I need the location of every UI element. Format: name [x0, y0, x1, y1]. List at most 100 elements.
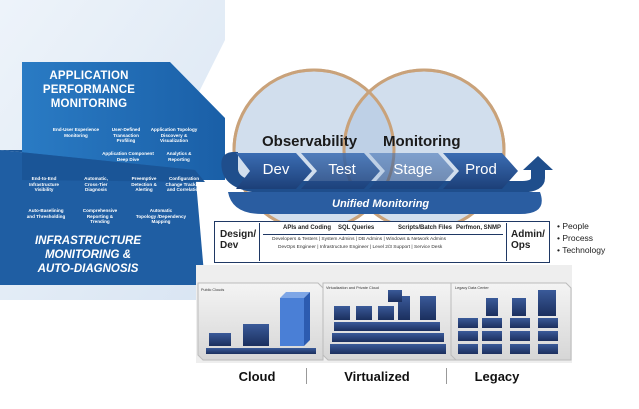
column-perfmon: Perfmon, SNMP	[456, 225, 502, 231]
feature-line: Discovery &	[160, 132, 188, 138]
apm-feature: Application Component Deep Dive	[98, 151, 158, 162]
feature-line: Automatic,	[84, 176, 108, 181]
feature-line: Preemptive	[131, 176, 157, 181]
infra-feature: Auto-Baselining and Thresholding	[20, 208, 72, 219]
feature-line: Comprehensive	[82, 208, 118, 213]
infra-feature: Comprehensive Reporting & Trending	[76, 208, 124, 225]
feature-line: Monitoring	[64, 132, 88, 138]
monitoring-label: Monitoring	[383, 133, 461, 150]
infra-feature: Automatic Topology /Dependency Mapping	[126, 208, 196, 225]
feature-line: Reporting &	[86, 213, 114, 219]
column-apis: APIs and Coding	[283, 225, 331, 231]
bullet-technology: • Technology	[557, 245, 606, 255]
stage-chevron-test	[301, 153, 380, 189]
feature-line: Trending	[90, 219, 110, 225]
teams-bar	[214, 221, 550, 263]
design-dev-label: Design/ Dev	[220, 229, 256, 251]
feature-line: Configuration	[168, 176, 200, 181]
legacy-panel	[450, 282, 572, 361]
feature-line: Alerting	[135, 187, 153, 193]
unified-monitoring-label: Unified Monitoring	[332, 198, 430, 210]
infra-title-line: MONITORING &	[44, 249, 132, 261]
stage-dev: Dev	[262, 161, 290, 178]
stage-chevron-stage	[369, 153, 454, 189]
stage-chevrons	[236, 153, 518, 189]
apm-title-line: PERFORMANCE	[42, 84, 136, 96]
env-label-legacy: Legacy	[474, 369, 520, 384]
feature-line: End-to-End	[31, 176, 57, 181]
feature-line: Detection &	[131, 181, 157, 187]
bullet-technology-text: Technology	[562, 245, 606, 255]
admin-ops-cell	[506, 223, 550, 261]
design-dev-line: Dev	[220, 240, 239, 251]
feature-line: Mapping	[151, 219, 171, 225]
feature-line: Auto-Baselining	[28, 208, 64, 213]
infra-title: INFRASTRUCTURE MONITORING & AUTO-DIAGNOS…	[8, 234, 168, 276]
apm-title-line: MONITORING	[50, 98, 128, 110]
cloud-panel	[197, 282, 324, 361]
infra-feature: Automatic, Cross-Tier Diagnosis	[74, 176, 118, 193]
infra-title-line: AUTO-DIAGNOSIS	[37, 263, 139, 275]
apm-arrow-shape	[22, 62, 225, 180]
legacy-panel-title: Legacy Data Center	[455, 286, 489, 290]
feature-line: Deep Dive	[116, 156, 140, 162]
roles-row-2: DevOps Engineer | Infrastructure Enginee…	[278, 245, 443, 250]
feature-line: Topology /Dependency	[135, 213, 187, 219]
admin-ops-line: Admin/	[511, 229, 545, 240]
apm-feature: User-Defined Transaction Profiling	[104, 127, 148, 144]
bullet-process-text: Process	[562, 233, 594, 243]
feature-line: User-Defined	[111, 127, 141, 132]
apm-feature: Application Topology Discovery & Visuali…	[148, 127, 200, 144]
apm-feature: Analytics & Reporting	[158, 151, 200, 162]
apm-title: APPLICATION PERFORMANCE MONITORING	[14, 69, 164, 111]
roles-row-1: Developers & Testers | System Admins | D…	[272, 237, 446, 242]
bullet-people-text: People	[562, 221, 589, 231]
column-sql: SQL Queries	[338, 225, 375, 231]
feature-line: Change Tracking	[165, 181, 203, 187]
design-dev-line: Design/	[220, 229, 257, 240]
stage-stage: Stage	[393, 161, 433, 178]
infra-feature: Configuration Change Tracking and Correl…	[162, 176, 206, 193]
infra-block-shape	[0, 150, 205, 285]
env-label-virtualized: Virtualized	[344, 369, 410, 384]
apm-feature: End-User Experience Monitoring	[48, 127, 104, 138]
feature-line: Infrastructure	[29, 181, 59, 187]
observability-label: Observability	[262, 133, 358, 150]
admin-ops-line: Ops	[511, 240, 531, 251]
bullet-process: • Process	[557, 233, 594, 243]
stage-test: Test	[328, 161, 356, 178]
feature-line: Automatic	[149, 208, 173, 213]
stage-chevron-dev	[236, 153, 312, 189]
feature-line: Application Topology	[150, 127, 198, 132]
env-divider	[306, 368, 307, 384]
stage-prod: Prod	[465, 161, 497, 178]
feature-line: and Thresholding	[26, 213, 66, 219]
feature-line: Application Component	[102, 151, 154, 156]
feature-line: Cross-Tier	[84, 181, 108, 187]
feature-line: Visualization	[160, 138, 188, 144]
design-dev-cell	[216, 223, 260, 261]
column-scripts: Scripts/Batch Files	[398, 225, 453, 231]
admin-ops-label: Admin/ Ops	[511, 229, 545, 251]
env-divider	[446, 368, 447, 384]
infra-feature: Preemptive Detection & Alerting	[124, 176, 164, 193]
env-label-cloud: Cloud	[238, 369, 276, 384]
feature-line: Diagnosis	[85, 187, 107, 193]
feature-line: Profiling	[116, 138, 136, 144]
stage-chevron-prod	[443, 153, 518, 189]
feature-line: Analytics &	[166, 151, 192, 156]
bullet-people: • People	[557, 221, 589, 231]
bar-divider	[263, 234, 503, 235]
feature-line: End-User Experience	[52, 127, 100, 132]
feature-line: Transaction	[113, 132, 139, 138]
feature-line: and Correlation	[167, 187, 201, 193]
feature-line: Visibility	[34, 187, 54, 193]
infra-title-line: INFRASTRUCTURE	[34, 235, 142, 247]
unified-band	[228, 192, 542, 214]
apm-title-line: APPLICATION	[49, 70, 129, 82]
virtualized-panel	[322, 282, 457, 361]
feature-line: Reporting	[168, 156, 190, 162]
